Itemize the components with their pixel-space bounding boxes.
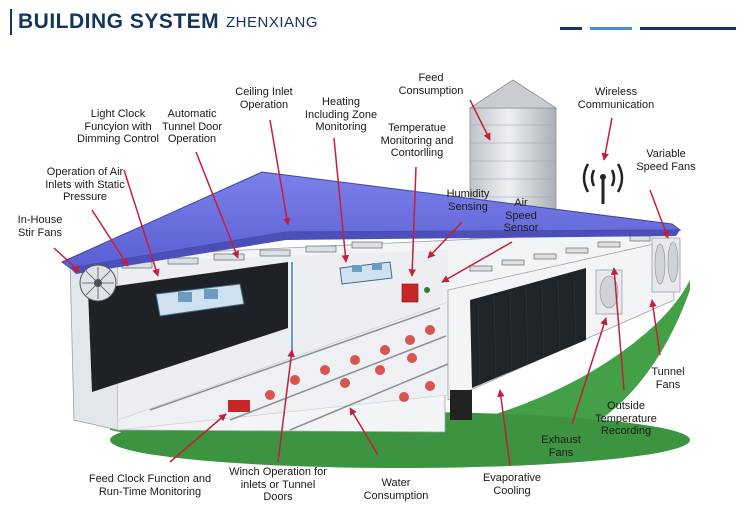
label-temperature: Temperatue Monitoring and Contorlling [380,122,454,159]
label-heating: Heating Including Zone Monitoring [304,96,378,133]
wireless-antenna-icon [582,163,624,204]
label-light-clock: Light Clock Funcyion with Dimming Contro… [77,108,159,145]
label-feed-consumption: Feed Consumption [398,72,464,97]
company-name: ZHENXIANG [226,14,319,31]
label-evaporative: Evaporative Cooling [482,472,542,497]
label-water: Water Consumption [363,477,429,502]
label-outside-temp: Outside Temperature Recording [595,400,657,437]
label-winch: Winch Operation for inlets or Tunnel Doo… [229,466,327,503]
callout-arrows [53,99,670,467]
page-title: BUILDING SYSTEM [18,10,220,33]
header-accent-bar-3 [640,27,736,30]
exhaust-fan-icon [595,269,623,315]
header-accent-bar-1 [560,27,582,30]
heater-unit-right [339,261,393,285]
water-tank [450,390,472,420]
label-tunnel-door: Automatic Tunnel Door Operation [161,108,223,145]
label-air-speed: Air Speed Sensor [503,197,539,234]
label-ceiling-inlet: Ceiling Inlet Operation [235,86,293,111]
feeder-pans [240,325,435,410]
label-humidity: Humidity Sensing [446,188,490,213]
feeder-lines [149,307,449,431]
label-exhaust-fans: Exhaust Fans [541,434,581,459]
header-divider [10,9,12,35]
grass-ground [110,280,690,460]
header-accent-bar-2 [590,27,632,30]
stir-fan-icon [79,264,117,302]
tunnel-fans-icon [651,237,681,293]
evaporative-cooling-pad [470,268,586,388]
label-wireless-communication: Wireless Communication [577,86,655,111]
label-variable-fans: Variable Speed Fans [636,148,696,173]
label-tunnel-fans: Tunnel Fans [651,366,685,391]
label-feed-clock: Feed Clock Function and Run-Time Monitor… [88,473,212,498]
controller-box [401,283,419,303]
label-air-inlets: Operation of Air Inlets with Static Pres… [45,166,125,203]
feed-motor [228,400,250,412]
roof-eave [70,230,680,274]
label-stir-fans: In-House Stir Fans [17,214,63,239]
header-bar: BUILDING SYSTEM ZHENXIANG [0,0,750,46]
air-inlets-row [121,235,651,272]
heater-unit-left [155,283,245,317]
sensor-icon [424,287,430,293]
